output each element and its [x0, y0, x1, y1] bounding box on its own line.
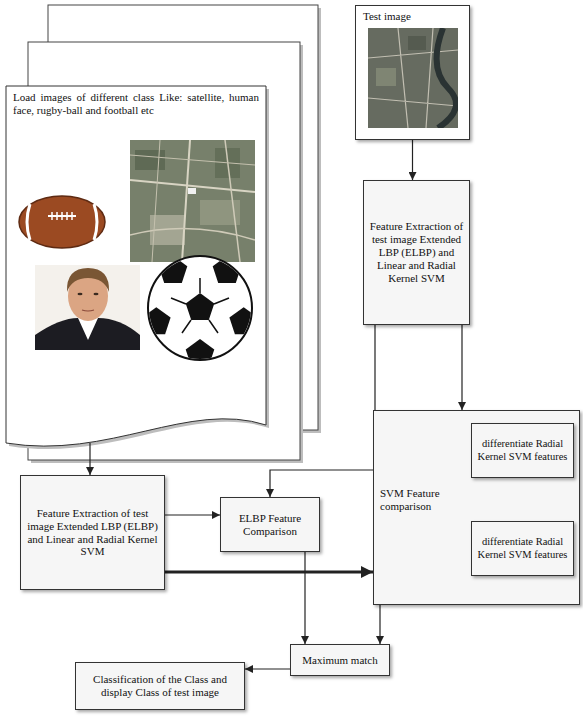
text-wrap: Maximum match [296, 654, 384, 667]
node-text: Feature Extraction of test image Extende… [26, 507, 159, 559]
process-box: Maximum match [290, 644, 390, 676]
text-wrap: differentiate Radial Kernel SVM features [477, 536, 568, 561]
node-text: SVM Feature comparison [380, 487, 468, 513]
flow-arrow [379, 605, 380, 644]
image-stack-sheet: Load images of different class Like: sat… [5, 85, 267, 455]
node-text: differentiate Radial Kernel SVM features [477, 536, 568, 561]
process-box: differentiate Radial Kernel SVM features [471, 423, 574, 478]
process-box: differentiate Radial Kernel SVM features [471, 521, 574, 576]
node-text: Feature Extraction of test image Extende… [369, 220, 464, 285]
svm-comparison-group: SVM Feature comparison differentiate Radi… [373, 410, 580, 605]
flow-arrow [304, 552, 305, 644]
text-wrap: Load images of different class Like: sat… [13, 91, 259, 117]
sheet-outline-path [6, 86, 266, 446]
flow-arrow [270, 325, 375, 497]
flow-arrow [165, 514, 220, 515]
flow-arrow [245, 668, 290, 669]
human-face-image [35, 265, 140, 350]
test-image-box: Test image [355, 5, 470, 140]
text-wrap: Feature Extraction of test image Extende… [369, 220, 464, 285]
sheet-outline [5, 85, 267, 455]
node-text: Test image [363, 10, 463, 23]
text-wrap: SVM Feature comparison [380, 487, 468, 513]
test-satellite-image [368, 28, 458, 128]
node-text: differentiate Radial Kernel SVM features [477, 438, 568, 463]
front-sheet-fill [6, 86, 269, 449]
process-box: Feature Extraction of test image Extende… [20, 475, 165, 590]
flow-arrow [165, 571, 373, 574]
text-wrap: ELBP Feature Comparison [226, 512, 314, 538]
flow-arrow [412, 140, 413, 180]
text-wrap: Test image [363, 10, 463, 23]
flow-arrow [89, 443, 90, 475]
text-wrap: Feature Extraction of test image Extende… [26, 507, 159, 559]
rugby-ball-image [19, 196, 105, 248]
text-wrap: differentiate Radial Kernel SVM features [477, 438, 568, 463]
comparison-box: ELBP Feature Comparison [220, 497, 320, 552]
satellite-image [130, 140, 255, 262]
text-wrap: Classification of the Class and display … [81, 673, 239, 699]
node-text: Maximum match [296, 654, 384, 667]
node-text: Classification of the Class and display … [81, 673, 239, 699]
process-box: Feature Extraction of test image Extende… [363, 180, 470, 325]
soccer-ball-image [142, 256, 258, 366]
node-text: Load images of different class Like: sat… [13, 91, 259, 117]
output-box: Classification of the Class and display … [75, 662, 245, 710]
node-text: ELBP Feature Comparison [226, 512, 314, 538]
flow-arrow [461, 325, 462, 410]
